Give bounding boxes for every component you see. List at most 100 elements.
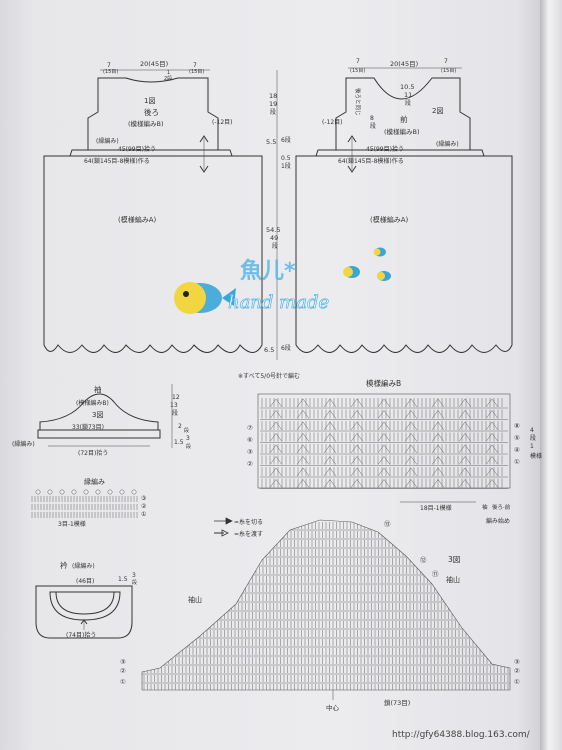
- front-edge: (縁編み): [436, 140, 459, 148]
- legend-cut: =糸を切る: [234, 518, 263, 526]
- front-side-b: 8: [370, 115, 374, 122]
- back-skirt-width: 45(99目)拾う: [118, 145, 156, 153]
- front-pattern: (模様編みB): [384, 127, 420, 136]
- collar-rows-b: 3: [132, 572, 136, 579]
- dim-h2: 19: [269, 100, 277, 108]
- back-neck-rows2: 1: [167, 70, 170, 76]
- sleeve-shape: 袖 (模様編みB) 3図 33(鎖73目) (縁編み) (72目)拾う 12 1…: [12, 384, 191, 457]
- footer-url: http://gfy64388.blog.163.com/: [392, 730, 530, 740]
- front-top-right-sub: (15目): [441, 68, 456, 74]
- center-dimensions: 18 19 段 5.5 6段 0.5 1段 54.5 49 段 6.5 6段: [264, 70, 291, 360]
- sleeve-fig: 3図: [92, 411, 103, 419]
- sleeve-h1: 12: [172, 394, 180, 401]
- front-skirt-pattern: (模様編みA): [370, 215, 409, 224]
- fish-icon-small: [343, 247, 391, 281]
- back-name: 後ろ: [144, 107, 159, 117]
- collar-top: (46目): [76, 578, 94, 585]
- fig3-row-13: ⑬: [384, 520, 391, 528]
- pattern-b-mark2: 後ろ·前: [492, 503, 511, 511]
- fig3-cap-r: 袖山: [446, 575, 460, 584]
- fig3-center: 中心: [326, 703, 340, 712]
- pattern-b-side-b: 段: [530, 434, 536, 442]
- sleeve-width: 33(鎖73目): [72, 423, 104, 431]
- fig3-row-l1: ①: [120, 678, 126, 686]
- back-pattern: (模様編みB): [128, 119, 164, 128]
- fig3-row-l2: ②: [120, 667, 126, 675]
- fig3-cap: 袖山: [188, 595, 202, 604]
- book-spine: [540, 0, 562, 750]
- edging-row-2: ②: [141, 503, 147, 510]
- sleeve-pick: (72目)拾う: [78, 449, 108, 457]
- pattern-b-row-7: ⑦: [247, 424, 253, 432]
- fig3-row-r3: ③: [514, 658, 520, 666]
- back-skirt-chain: 64(鎖145目-8模様)作る: [84, 157, 150, 165]
- front-side-a: 後ろと同じ: [354, 88, 362, 116]
- sleeve-cap-chart: 3図 袖山 袖山 ⑬ ⑫ ⑪ ③ ② ① ③ ② ① 中心 鎖(73目): [120, 519, 520, 712]
- front-skirt: 45(99目)拾う 64(鎖145目-8模様)作る (模様編みA): [295, 145, 513, 353]
- dim-c1: 6.5: [264, 346, 274, 354]
- edging-row-3: ③: [141, 495, 146, 502]
- dim-h1: 18: [269, 92, 277, 100]
- sleeve-title: 袖: [94, 384, 102, 394]
- collar-shape: 衿 (縁編み) (46目) 1.5 3 段 (74目)拾う: [35, 560, 137, 639]
- fish-icon-large: [174, 282, 236, 314]
- edging-repeat: 3目-1模様: [58, 520, 86, 528]
- edging-title: 縁編み: [84, 477, 105, 486]
- pattern-b-mark: 袖: [482, 503, 488, 511]
- pattern-b-title: 模様編みB: [366, 378, 401, 388]
- collar-sub: (縁編み): [72, 562, 95, 570]
- front-top-left-sub: (15目): [350, 68, 365, 74]
- back-bodice: 7 (15目) 20(45目) 7 (15目) 2段 1 1図 後ろ (模様編み…: [69, 60, 233, 173]
- sleeve-edge: (縁編み): [12, 440, 35, 448]
- sleeve-f3: 段: [186, 443, 191, 450]
- dim-d4: 1段: [281, 162, 291, 170]
- sleeve-pattern: (模様編みB): [76, 399, 109, 407]
- fig3-row-r2: ②: [514, 667, 520, 675]
- pattern-b-row-1: ①: [514, 458, 520, 466]
- front-top-left: 7: [356, 58, 360, 65]
- collar-pick: (74目)拾う: [66, 631, 96, 639]
- back-top-left: 7: [107, 62, 111, 69]
- needle-note: ※すべて5/0号針で編む: [238, 372, 300, 380]
- dim-b3: 段: [272, 242, 278, 250]
- back-neck-rows: 2段: [164, 75, 172, 82]
- dim-d3: 0.5: [281, 155, 291, 162]
- front-top-right: 7: [444, 58, 448, 65]
- back-skirt: 45(99目)拾う 64(鎖145目-8模様)作る (模様編みA): [43, 145, 263, 353]
- collar-title: 衿: [60, 560, 68, 570]
- back-edge: (縁編み): [96, 137, 119, 145]
- front-neck-b: 11: [404, 91, 412, 99]
- front-bodice: 7 (15目) 20(45目) 7 (15目) 10.5 11 段 後ろと同じ …: [315, 58, 485, 173]
- front-neck-a: 10.5: [400, 83, 414, 91]
- sleeve-h3: 段: [172, 409, 178, 417]
- back-top-left-sub: (15目): [103, 69, 118, 75]
- collar-rows-c: 段: [132, 579, 137, 586]
- edging-row-1: ①: [141, 511, 146, 518]
- front-skirt-chain: 64(鎖145目-8模様)作る: [338, 157, 404, 165]
- watermark: 魚儿* hand made: [174, 247, 391, 314]
- dim-d1: 5.5: [266, 138, 276, 146]
- front-skirt-width: 45(99目)拾う: [366, 145, 404, 153]
- dim-d2: 6段: [281, 136, 291, 144]
- watermark-main: 魚儿*: [240, 258, 296, 284]
- front-decrease: (-12目): [322, 119, 342, 126]
- pattern-b-row-2: ②: [247, 460, 253, 468]
- pattern-b-row-3: ③: [247, 448, 253, 456]
- edging-chart: 縁編み ③ ② ① 3目-1模様: [31, 477, 147, 528]
- sleeve-f2: 3: [186, 435, 190, 442]
- pattern-b-side-c: 1: [530, 443, 534, 450]
- back-top-right-sub: (15目): [189, 69, 204, 75]
- back-decrease: (-12目): [212, 119, 232, 126]
- back-top-right: 7: [193, 62, 197, 69]
- pattern-b-chart: 模様編みB ⑧ ⑤ ④ ① 4 段 1 模様 ⑦ ⑥ ③ ② 18目-1模様 袖…: [247, 378, 542, 525]
- pattern-b-start: 編み始め: [486, 517, 510, 525]
- front-side-c: 段: [370, 122, 376, 130]
- dim-b2: 49: [270, 234, 278, 242]
- pattern-b-side-a: 4: [530, 427, 534, 434]
- sleeve-e1: 2: [178, 423, 182, 430]
- dim-b1: 54.5: [266, 226, 280, 234]
- front-neck-c: 段: [405, 99, 411, 107]
- fig3-row-11: ⑪: [432, 570, 439, 578]
